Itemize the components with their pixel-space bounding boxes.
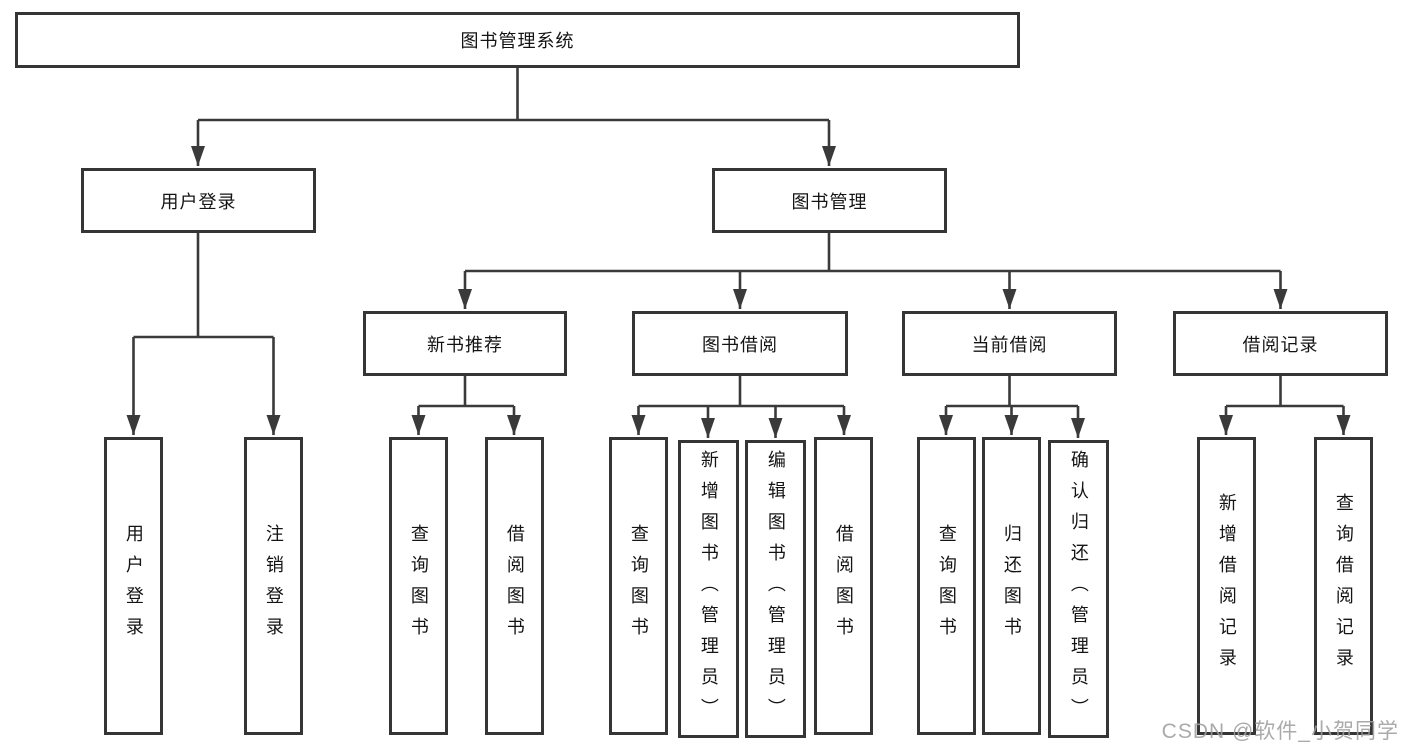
leaf-add-book-admin: 新增图书（管理员）: [678, 440, 739, 738]
leaf-return-books: 归还图书: [982, 437, 1041, 735]
node-label: 新增图书（管理员）: [698, 449, 719, 729]
node-label: 归还图书: [1001, 524, 1022, 648]
node-label: 查询借阅记录: [1333, 493, 1354, 679]
leaf-confirm-return-admin: 确认归还（管理员）: [1048, 440, 1109, 738]
leaf-query-borrow-record: 查询借阅记录: [1314, 437, 1373, 735]
node-label: 借阅图书: [833, 524, 854, 648]
node-label: 查询图书: [936, 524, 957, 648]
csdn-watermark: CSDN @软件_小贺同学: [1161, 720, 1399, 743]
node-book-management-module: 图书管理: [712, 168, 947, 233]
leaf-query-books-3: 查询图书: [917, 437, 976, 735]
node-label: 用户登录: [123, 524, 144, 648]
node-user-login-module: 用户登录: [81, 168, 316, 233]
node-label: 查询图书: [628, 524, 649, 648]
node-book-borrowing: 图书借阅: [632, 311, 848, 376]
leaf-borrow-books-2: 借阅图书: [814, 437, 873, 735]
leaf-borrow-books-1: 借阅图书: [485, 437, 544, 735]
node-label: 新增借阅记录: [1216, 493, 1237, 679]
node-new-book-recommend: 新书推荐: [363, 311, 567, 376]
node-root-system: 图书管理系统: [15, 12, 1020, 68]
node-label: 注销登录: [263, 524, 284, 648]
node-current-borrowing: 当前借阅: [902, 311, 1117, 376]
leaf-query-books-1: 查询图书: [389, 437, 448, 735]
node-label: 当前借阅: [971, 334, 1048, 355]
connector-rails: [133, 68, 1344, 408]
node-borrowing-records: 借阅记录: [1173, 311, 1388, 376]
leaf-user-login: 用户登录: [104, 437, 163, 735]
node-label: 新书推荐: [427, 334, 503, 355]
leaf-query-books-2: 查询图书: [609, 437, 668, 735]
node-label: 编辑图书（管理员）: [765, 449, 786, 729]
leaf-edit-book-admin: 编辑图书（管理员）: [745, 440, 806, 738]
node-label: 图书管理系统: [460, 31, 575, 51]
leaf-logout: 注销登录: [244, 437, 303, 735]
node-label: 借阅图书: [504, 524, 525, 648]
node-label: 确认归还（管理员）: [1068, 449, 1089, 729]
node-label: 查询图书: [408, 524, 429, 648]
leaf-add-borrow-record: 新增借阅记录: [1197, 437, 1256, 735]
node-label: 借阅记录: [1242, 334, 1319, 355]
node-label: 图书管理: [791, 191, 868, 212]
node-label: 图书借阅: [702, 334, 778, 355]
node-label: 用户登录: [160, 191, 237, 212]
